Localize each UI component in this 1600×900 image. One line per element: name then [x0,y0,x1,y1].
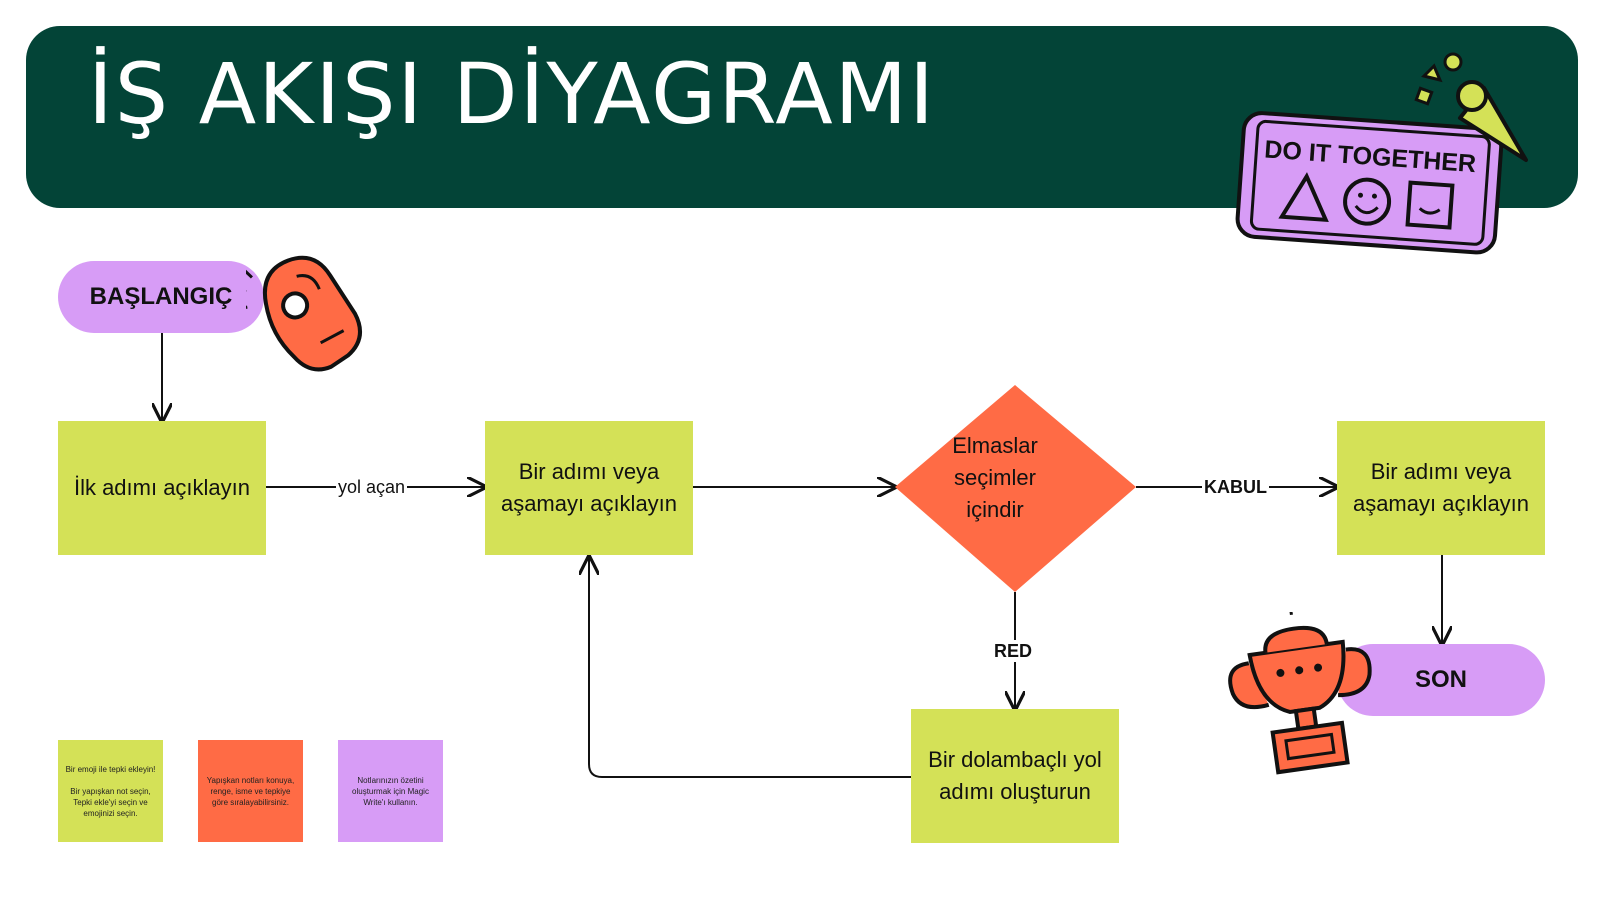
page-title: İŞ AKIŞI DİYAGRAMI [88,45,936,143]
step-second[interactable]: Bir adımı veya aşamayı açıklayın [485,421,693,555]
sticky-note-purple[interactable]: Notlarınızın özetini oluşturmak için Mag… [338,740,443,842]
sticky-note-orange[interactable]: Yapışkan notları konuya, renge, isme ve … [198,740,303,842]
start-node[interactable]: BAŞLANGIÇ [58,261,264,333]
edge-label-accept: KABUL [1202,476,1269,498]
edge-label-leads-to: yol açan [336,476,408,498]
decision-diamond [895,385,1136,592]
trophy-icon [1228,612,1372,775]
decision-label: Elmaslar seçimler içindir [952,433,1038,522]
step-first[interactable]: İlk adımı açıklayın [58,421,266,555]
ok-hand-icon [246,255,362,372]
connector-detour-step2 [589,557,911,778]
do-it-together-sticker: DO IT TOGETHER [1235,52,1528,255]
ice-cream-icon [1414,52,1528,162]
step-detour[interactable]: Bir dolambaçlı yol adımı oluşturun [911,709,1119,843]
edge-label-reject: RED [992,640,1035,662]
step-accepted[interactable]: Bir adımı veya aşamayı açıklayın [1337,421,1545,555]
end-node[interactable]: SON [1337,644,1545,716]
sticky-note-green[interactable]: Bir emoji ile tepki ekleyin! Bir yapışka… [58,740,163,842]
